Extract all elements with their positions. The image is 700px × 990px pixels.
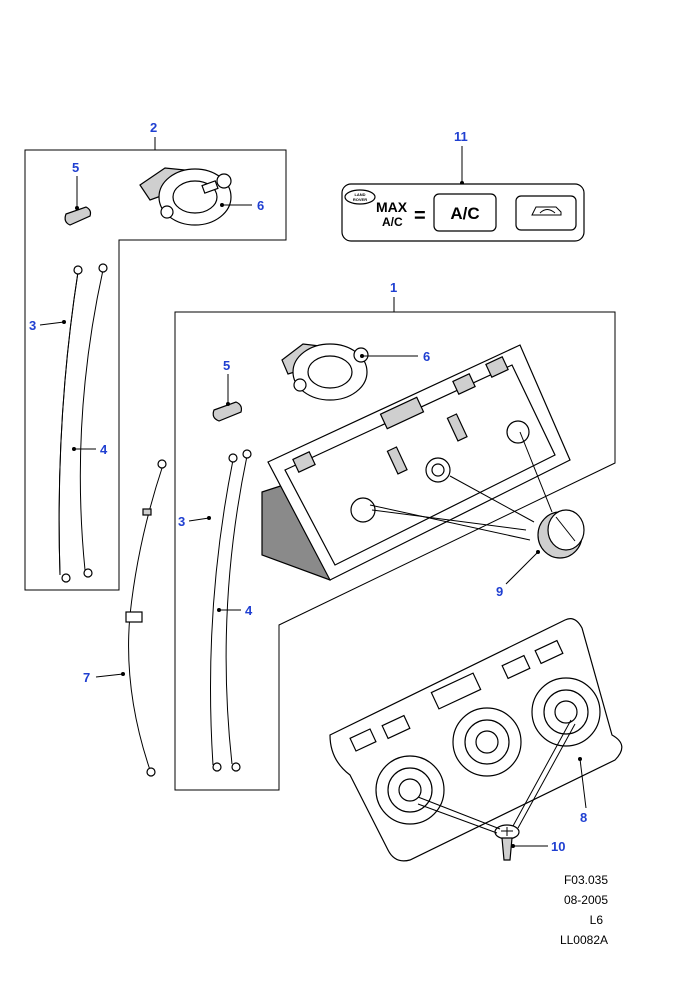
callout-3-upper[interactable]: 3: [29, 318, 36, 333]
land-rover-logo: [344, 189, 376, 205]
max-text: MAX: [376, 199, 408, 215]
footer-date: 08-2005: [563, 893, 608, 907]
ac-button-text: A/C: [450, 204, 479, 223]
callout-5-lower[interactable]: 5: [223, 358, 230, 373]
cable-3-upper[interactable]: [58, 265, 83, 583]
callout-7[interactable]: 7: [83, 670, 90, 685]
logo-bottom-text: ROVER: [353, 197, 367, 202]
group-1-outline: [174, 311, 616, 791]
facia-panel-8[interactable]: [329, 618, 623, 862]
recirculation-icon: [531, 206, 562, 216]
cable-3-lower[interactable]: [210, 453, 238, 772]
callout-9[interactable]: 9: [496, 584, 503, 599]
callout-3-lower[interactable]: 3: [178, 514, 185, 529]
motor-6-lower[interactable]: [281, 343, 369, 401]
knob-9[interactable]: [537, 509, 585, 559]
callout-4-upper[interactable]: 4: [100, 442, 108, 457]
group-2-outline: [24, 149, 287, 591]
footer-code: F03.035: [563, 873, 608, 887]
clip-5-lower[interactable]: [212, 401, 243, 422]
callout-2[interactable]: 2: [150, 120, 157, 135]
control-housing-1[interactable]: [261, 344, 571, 581]
cable-7[interactable]: [125, 459, 167, 777]
footer-ref: LL0082A: [559, 933, 608, 947]
screw-10[interactable]: [494, 824, 520, 861]
callout-10[interactable]: 10: [551, 839, 565, 854]
callout-5-upper[interactable]: 5: [72, 160, 79, 175]
motor-6-upper[interactable]: [139, 167, 232, 226]
callout-6-lower[interactable]: 6: [423, 349, 430, 364]
footer-model: L6: [589, 913, 603, 927]
callout-4-lower[interactable]: 4: [245, 603, 253, 618]
callout-1[interactable]: 1: [390, 280, 397, 295]
ac-small-text: A/C: [382, 215, 403, 229]
clip-5-upper[interactable]: [64, 206, 92, 226]
cable-4-upper[interactable]: [79, 263, 108, 578]
callout-6-upper[interactable]: 6: [257, 198, 264, 213]
callout-11[interactable]: 11: [454, 129, 468, 144]
equals-text: =: [414, 205, 426, 227]
logo-top-text: LAND: [354, 192, 365, 197]
callout-8[interactable]: 8: [580, 810, 587, 825]
ac-label-panel[interactable]: LAND ROVER MAX A/C = A/C: [341, 183, 585, 242]
